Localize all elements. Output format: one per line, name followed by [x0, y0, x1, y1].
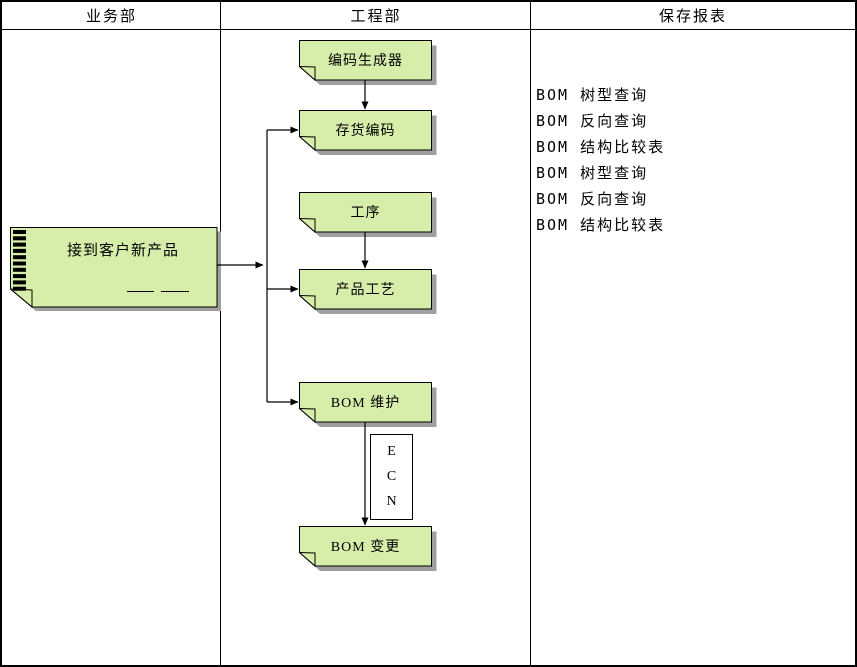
flow-node-bom-maintenance[interactable]: BOM 维护	[299, 382, 439, 429]
ecn-label-box: E C N	[370, 434, 413, 520]
report-item: BOM 结构比较表	[536, 138, 666, 156]
ecn-letter: N	[386, 494, 397, 509]
flow-node-label: 工序	[350, 206, 381, 221]
report-item: BOM 树型查询	[536, 86, 649, 104]
flow-node-bom-change[interactable]: BOM 变更	[299, 526, 439, 573]
lane-title: 保存报表	[658, 9, 727, 25]
flow-node-product-craft[interactable]: 产品工艺	[299, 269, 439, 316]
report-item: BOM 结构比较表	[536, 216, 666, 234]
flow-node-label: 编码生成器	[328, 54, 403, 69]
note-new-product[interactable]: 接到客户新产品	[10, 227, 222, 312]
lane-title: 业务部	[85, 9, 137, 25]
flow-node-inventory-code[interactable]: 存货编码	[299, 110, 439, 157]
lane-header-saved-reports: 保存报表	[531, 2, 855, 29]
blank-line	[161, 291, 189, 292]
flow-node-label: 产品工艺	[335, 283, 396, 298]
flow-node-process[interactable]: 工序	[299, 192, 439, 239]
report-item: BOM 树型查询	[536, 164, 649, 182]
flow-node-label: 存货编码	[335, 124, 396, 139]
lane-divider	[220, 2, 221, 665]
lane-divider	[530, 2, 531, 665]
flow-node-code-generator[interactable]: 编码生成器	[299, 40, 439, 87]
report-item: BOM 反向查询	[536, 112, 649, 130]
lane-header-business: 业务部	[2, 2, 221, 29]
report-list: BOM 树型查询 BOM 反向查询 BOM 结构比较表 BOM 树型查询 BOM…	[536, 82, 665, 238]
note-label: 接到客户新产品	[66, 243, 179, 259]
flow-node-label: BOM 维护	[330, 396, 401, 411]
lane-header-engineering: 工程部	[221, 2, 531, 29]
spiral-binding-icon	[13, 230, 26, 291]
note-shape	[10, 227, 221, 311]
blank-line	[127, 291, 154, 292]
lane-title: 工程部	[350, 9, 402, 25]
flow-node-label: BOM 变更	[330, 540, 401, 555]
lane-header-row: 业务部 工程部 保存报表	[2, 2, 855, 30]
ecn-letter: E	[387, 444, 396, 459]
report-item: BOM 反向查询	[536, 190, 649, 208]
ecn-letter: C	[386, 469, 397, 484]
